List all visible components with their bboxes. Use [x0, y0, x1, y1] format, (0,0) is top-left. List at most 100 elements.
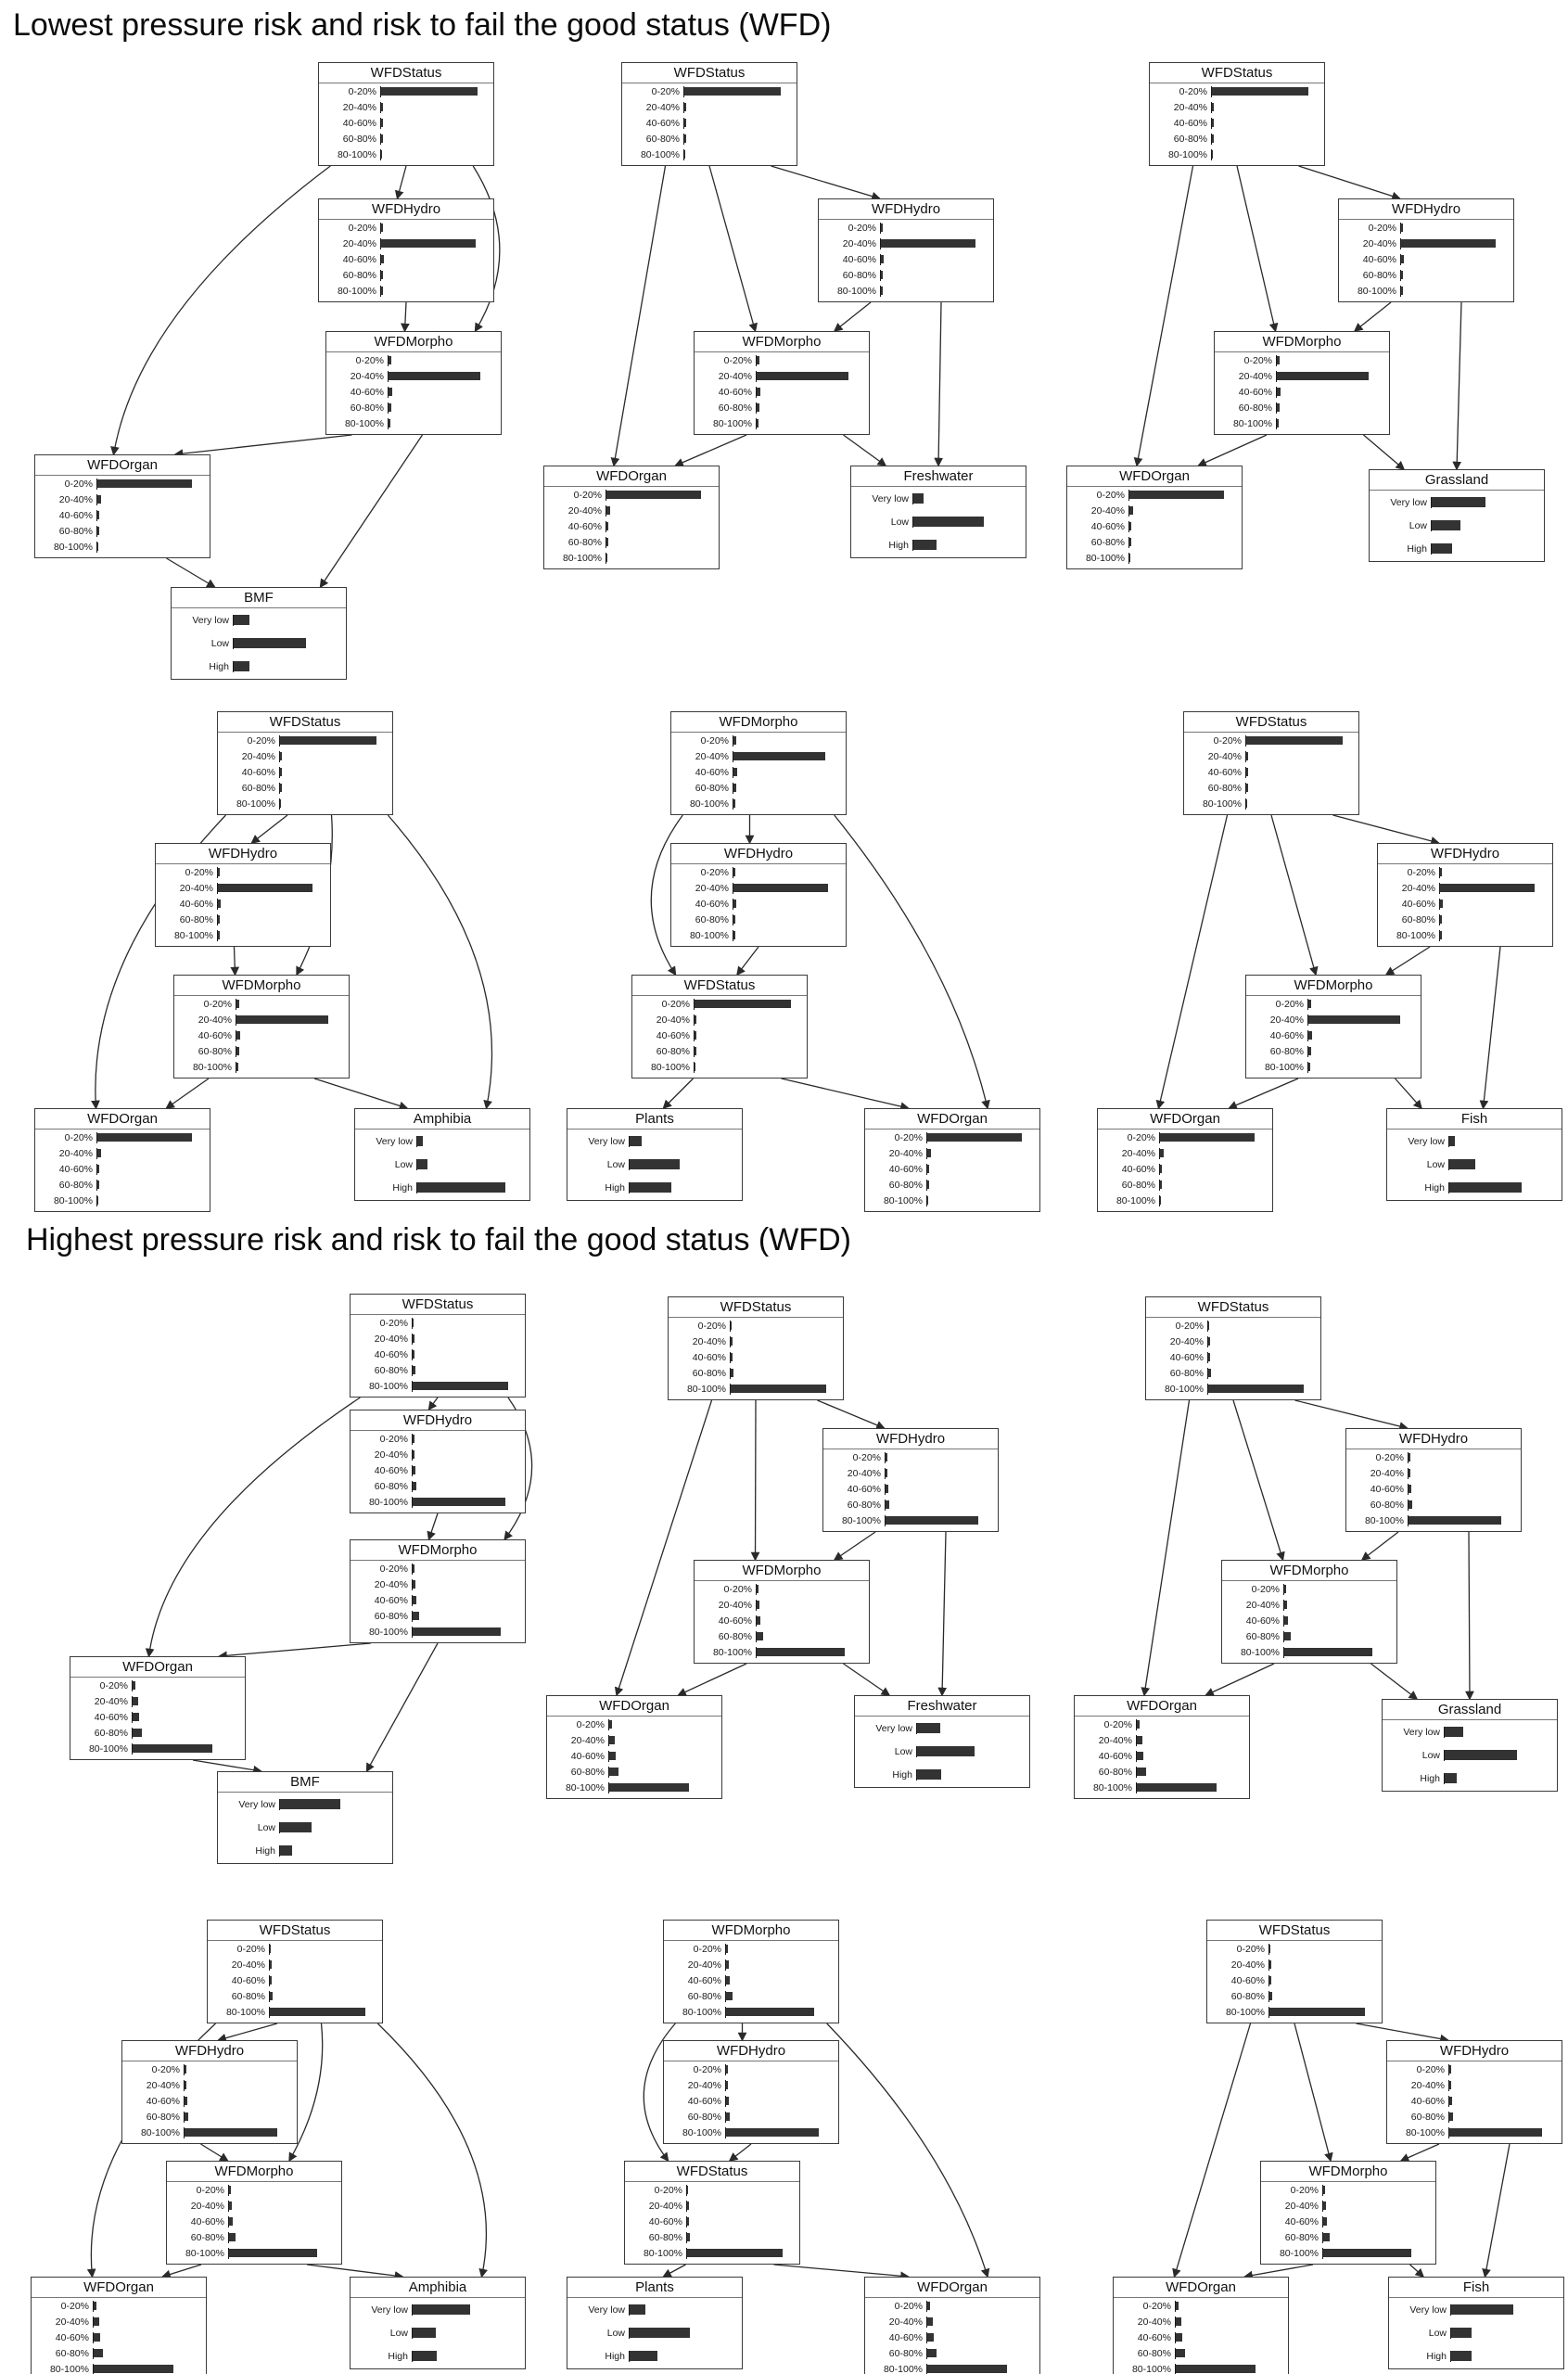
belief-bar-row: 0-20% [1261, 2182, 1435, 2198]
bar-label: 80-100% [689, 929, 729, 941]
node-title: WFDMorpho [1222, 1561, 1396, 1581]
belief-bar-row: 60-80% [1067, 534, 1242, 550]
bar-track [279, 1821, 389, 1833]
node-title: WFDOrgan [70, 1657, 245, 1678]
probability-bar [1440, 931, 1442, 939]
belief-bar-row: 80-100% [819, 283, 993, 299]
bar-label: 40-60% [842, 253, 876, 265]
belief-bar-row: 80-100% [671, 927, 846, 943]
bar-track [388, 417, 497, 429]
probability-bar [1449, 2128, 1542, 2137]
probability-bar [609, 1752, 616, 1760]
bar-track [1268, 1943, 1378, 1955]
node-title: WFDOrgan [32, 2278, 206, 2298]
belief-bar-row: 80-100% [1184, 796, 1358, 811]
node-title: WFDHydro [122, 2041, 297, 2061]
bar-label: Low [1428, 2327, 1447, 2339]
belief-bar-row: 40-60% [865, 1161, 1039, 1177]
bar-label: 80-100% [1131, 2363, 1171, 2374]
probability-bar [1269, 1960, 1271, 1969]
node-title: WFDHydro [351, 1410, 525, 1431]
bar-label: 80-100% [185, 2247, 224, 2259]
node-title: WFDHydro [1378, 844, 1552, 864]
probability-bar [413, 1319, 414, 1327]
bar-track [912, 539, 1022, 551]
belief-bar-row: 60-80% [1184, 780, 1358, 796]
bar-label: 20-40% [190, 2200, 224, 2212]
belief-bar-row: 40-60% [70, 1709, 245, 1725]
bar-track [96, 1131, 206, 1143]
edge-morpho-to-organ [677, 1663, 747, 1696]
bar-track [279, 782, 389, 794]
belief-bar-row: 20-40% [1114, 2314, 1288, 2329]
bar-label: 40-60% [1362, 253, 1396, 265]
node-title: WFDHydro [1387, 2041, 1562, 2061]
bar-label: 40-60% [146, 2095, 180, 2107]
bar-track [96, 1163, 206, 1175]
bar-label: 80-100% [682, 2126, 721, 2138]
bar-track [412, 1449, 521, 1461]
belief-bar-row: 60-80% [32, 2345, 206, 2361]
belief-bar-row: 20-40% [1150, 99, 1324, 115]
bar-label: 40-60% [55, 2331, 89, 2343]
edge-hydro-to-ep [1479, 946, 1501, 1110]
bar-label: 60-80% [1401, 913, 1435, 925]
edge-status-to-morpho [1232, 1399, 1285, 1562]
bar-track [1276, 386, 1385, 398]
belief-bar-row: 80-100% [544, 550, 719, 566]
bar-track [132, 1695, 241, 1707]
probability-bar [413, 1334, 414, 1343]
bar-label: 20-40% [94, 1695, 128, 1707]
belief-bar-row: 0-20% [695, 352, 869, 368]
bar-track [269, 1959, 378, 1971]
probability-bar [731, 1321, 732, 1330]
bar-label: High [1420, 1772, 1440, 1784]
edge-morpho-to-ep [1363, 434, 1406, 470]
edge-morpho-to-organ [1197, 434, 1268, 467]
belief-bar-row: 60-80% [671, 912, 846, 927]
probability-bar [609, 1768, 618, 1776]
probability-bar [1137, 1720, 1140, 1729]
belief-bar-row: 60-80% [319, 131, 493, 147]
belief-bar-row: 60-80% [1246, 1043, 1421, 1059]
probability-bar [280, 799, 281, 808]
probability-bar [413, 1482, 416, 1490]
bar-label: 40-60% [94, 1711, 128, 1723]
probability-bar [733, 900, 736, 908]
probability-bar [609, 1736, 615, 1744]
probability-bar [1212, 103, 1214, 111]
node-title: WFDMorpho [1246, 976, 1421, 996]
edge-hydro-to-status [736, 946, 759, 976]
edge-morpho-to-ep [306, 2264, 404, 2280]
probability-bar [1440, 900, 1443, 908]
edge-hydro-to-morpho [1360, 1531, 1399, 1561]
bar-label: 40-60% [692, 1351, 726, 1363]
bar-label: 20-40% [58, 493, 93, 505]
bar-label: 60-80% [718, 1630, 752, 1642]
belief-bar-row: 20-40% [664, 2077, 838, 2093]
belief-bar-row: 20-40% [1261, 2198, 1435, 2214]
bar-label: 20-40% [1090, 504, 1125, 517]
bar-track [725, 1974, 835, 1986]
bar-track [1450, 2350, 1560, 2362]
probability-bar [881, 255, 884, 263]
belief-bar-row: 40-60% [1150, 115, 1324, 131]
bar-track [730, 1320, 839, 1332]
probability-bar [218, 915, 220, 924]
edge-status-to-hydro [1356, 2023, 1449, 2044]
bar-track [412, 1594, 521, 1606]
bar-track [412, 1496, 521, 1508]
node-title: Freshwater [851, 466, 1026, 487]
bar-track [733, 734, 842, 747]
belief-bar-row: 20-40% [865, 2314, 1039, 2329]
bar-label: 0-20% [1096, 489, 1125, 501]
bar-track [217, 913, 326, 925]
bar-label: 80-100% [344, 417, 384, 429]
probability-bar [1323, 2233, 1330, 2241]
